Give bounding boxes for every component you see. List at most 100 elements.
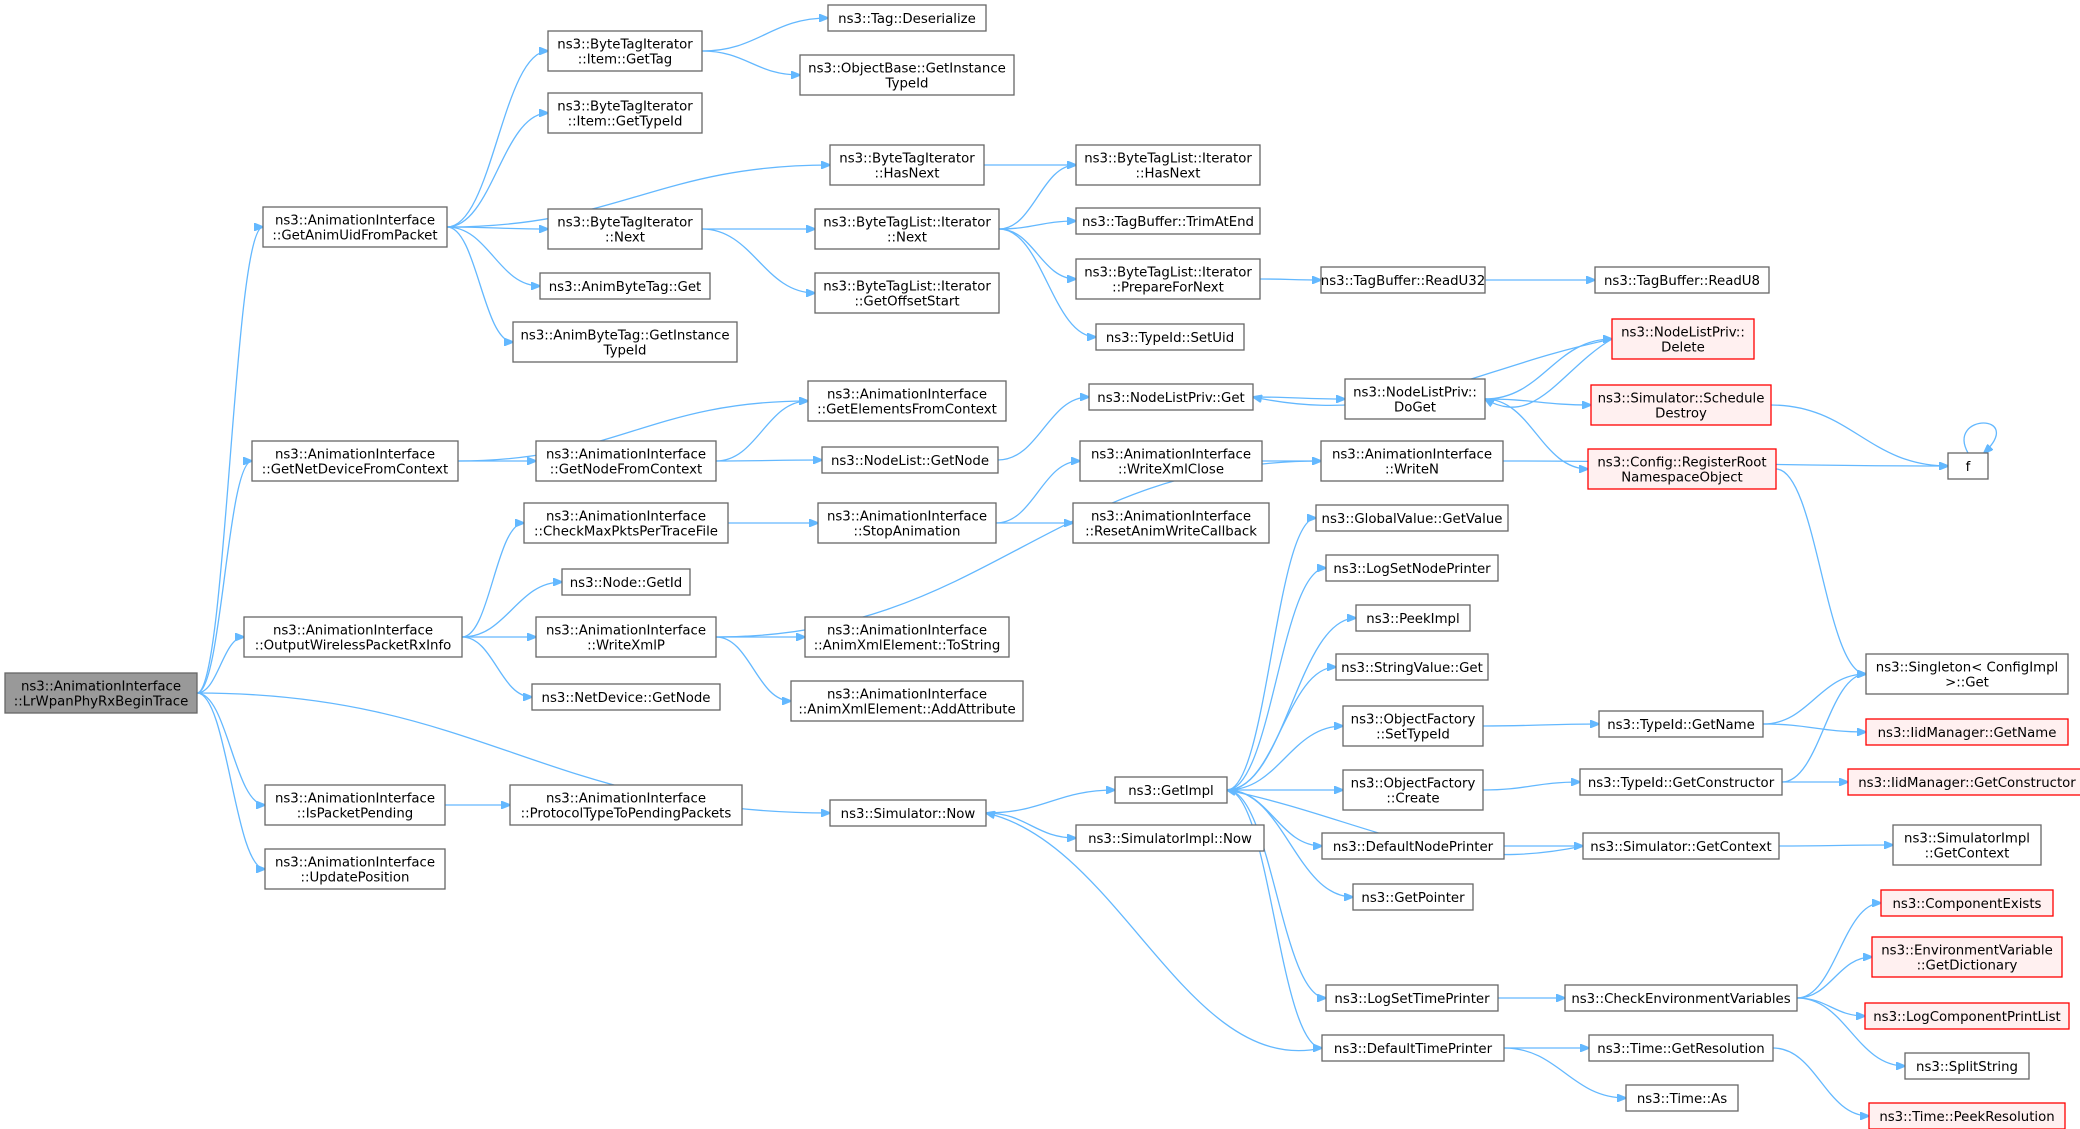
node-nlpGet[interactable]: ns3::NodeListPriv::Get [1088, 383, 1254, 411]
node-nodeListGetNode[interactable]: ns3::NodeList::GetNode [821, 446, 999, 474]
node-label-line: ns3::SimulatorImpl [1904, 832, 2030, 847]
node-nlpDoGet[interactable]: ns3::NodeListPriv::DoGet [1344, 378, 1486, 420]
node-splitString[interactable]: ns3::SplitString [1904, 1052, 2030, 1080]
node-envVarGetDict[interactable]: ns3::EnvironmentVariable::GetDictionary [1871, 936, 2063, 978]
node-box [807, 380, 1007, 422]
node-btlIterHasNext[interactable]: ns3::ByteTagList::Iterator::HasNext [1075, 144, 1261, 186]
node-peekImpl[interactable]: ns3::PeekImpl [1355, 604, 1471, 632]
node-label-line: ns3::ByteTagList::Iterator [1084, 266, 1252, 281]
node-label-line: ::IsPacketPending [297, 807, 413, 822]
node-btlGetOffset[interactable]: ns3::ByteTagList::Iterator::GetOffsetSta… [814, 272, 1000, 314]
node-animXmlToString[interactable]: ns3::AnimationInterface::AnimXmlElement:… [804, 616, 1010, 658]
node-getAnimUid[interactable]: ns3::AnimationInterface::GetAnimUidFromP… [262, 206, 448, 248]
node-getNetDevice[interactable]: ns3::AnimationInterface::GetNetDeviceFro… [251, 440, 459, 482]
node-abtGet[interactable]: ns3::AnimByteTag::Get [539, 272, 711, 300]
node-simNow[interactable]: ns3::Simulator::Now [829, 799, 987, 827]
node-typeIdSetUid[interactable]: ns3::TypeId::SetUid [1095, 323, 1245, 351]
node-typeIdGetCtor[interactable]: ns3::TypeId::GetConstructor [1579, 768, 1783, 796]
node-box [827, 4, 987, 32]
node-nlpDelete[interactable]: ns3::NodeListPriv::Delete [1611, 318, 1755, 360]
node-box [1075, 144, 1261, 186]
node-btlIterNext[interactable]: ns3::ByteTagList::Iterator::Next [814, 208, 1000, 250]
node-box [1325, 984, 1499, 1012]
node-compExists[interactable]: ns3::ComponentExists [1880, 889, 2054, 917]
node-tagBufReadU8[interactable]: ns3::TagBuffer::ReadU8 [1594, 266, 1770, 294]
node-label-line: ::WriteXmlP [587, 639, 665, 654]
node-box [523, 502, 729, 544]
node-btiNext[interactable]: ns3::ByteTagIterator::Next [547, 208, 703, 250]
node-tagDeserialize[interactable]: ns3::Tag::Deserialize [827, 4, 987, 32]
node-label-line: ns3::TagBuffer::ReadU32 [1321, 274, 1485, 289]
node-box [535, 616, 717, 658]
node-checkMaxPkts[interactable]: ns3::AnimationInterface::CheckMaxPktsPer… [523, 502, 729, 544]
node-btiHasNext[interactable]: ns3::ByteTagIterator::HasNext [829, 144, 985, 186]
edge-getAnimUid-to-btiHasNext [446, 165, 830, 228]
node-getElements[interactable]: ns3::AnimationInterface::GetElementsFrom… [807, 380, 1007, 422]
node-singletonGet[interactable]: ns3::Singleton< ConfigImpl >::Get [1865, 653, 2069, 695]
node-logCompPrint[interactable]: ns3::LogComponentPrintList [1864, 1002, 2070, 1030]
node-label-line: ::SetTypeId [1376, 728, 1450, 743]
node-resetAnimWrite[interactable]: ns3::AnimationInterface::ResetAnimWriteC… [1072, 502, 1270, 544]
node-outputWireless[interactable]: ns3::AnimationInterface::OutputWirelessP… [243, 616, 463, 658]
node-iidGetCtor[interactable]: ns3::IidManager::GetConstructor [1847, 768, 2080, 796]
node-writeXmlP[interactable]: ns3::AnimationInterface::WriteXmlP [535, 616, 717, 658]
node-defaultTimePrinter[interactable]: ns3::DefaultTimePrinter [1321, 1034, 1505, 1062]
node-iidGetName[interactable]: ns3::IidManager::GetName [1865, 718, 2069, 746]
node-label-line: ns3::AnimationInterface [275, 448, 435, 463]
node-stopAnimation[interactable]: ns3::AnimationInterface::StopAnimation [817, 502, 997, 544]
node-logSetTimePrinter[interactable]: ns3::LogSetTimePrinter [1325, 984, 1499, 1012]
node-btlPrepare[interactable]: ns3::ByteTagList::Iterator::PrepareForNe… [1075, 258, 1261, 300]
node-getNodeFromCtx[interactable]: ns3::AnimationInterface::GetNodeFromCont… [535, 440, 717, 482]
edge-btiGetTag-to-objBaseGetInst [701, 50, 800, 75]
node-btiGetTypeId[interactable]: ns3::ByteTagIterator::Item::GetTypeId [547, 92, 703, 134]
node-getPointer[interactable]: ns3::GetPointer [1352, 883, 1474, 911]
node-simImplGetCtx[interactable]: ns3::SimulatorImpl::GetContext [1892, 824, 2042, 866]
edge-nlpDoGet-to-cfgRegisterRoot [1484, 398, 1588, 469]
node-box [1864, 1002, 2070, 1030]
node-timeAs[interactable]: ns3::Time::As [1625, 1084, 1739, 1112]
node-animXmlAddAttr[interactable]: ns3::AnimationInterface::AnimXmlElement:… [790, 680, 1024, 722]
node-simImplNow[interactable]: ns3::SimulatorImpl::Now [1075, 824, 1265, 852]
node-writeN[interactable]: ns3::AnimationInterface::WriteN [1320, 440, 1504, 482]
node-ofSetTypeId[interactable]: ns3::ObjectFactory::SetTypeId [1342, 705, 1484, 747]
node-timeGetRes[interactable]: ns3::Time::GetResolution [1588, 1034, 1774, 1062]
node-checkEnvVars[interactable]: ns3::CheckEnvironmentVariables [1564, 984, 1798, 1012]
node-label-line: ns3::TagBuffer::TrimAtEnd [1082, 215, 1254, 230]
node-tagBufTrim[interactable]: ns3::TagBuffer::TrimAtEnd [1075, 207, 1261, 235]
node-label-line: Delete [1661, 341, 1705, 356]
node-ofCreate[interactable]: ns3::ObjectFactory::Create [1342, 769, 1484, 811]
node-label-line: ::Next [605, 231, 645, 246]
node-root[interactable]: ns3::AnimationInterface::LrWpanPhyRxBegi… [4, 672, 198, 714]
node-label-line: ::AnimXmlElement::ToString [814, 639, 1001, 654]
node-nodeGetId[interactable]: ns3::Node::GetId [561, 568, 691, 596]
node-defaultNodePrinter[interactable]: ns3::DefaultNodePrinter [1321, 832, 1505, 860]
node-isPacketPending[interactable]: ns3::AnimationInterface::IsPacketPending [264, 784, 446, 826]
node-protoType[interactable]: ns3::AnimationInterface::ProtocolTypeToP… [509, 784, 743, 826]
node-box [1114, 776, 1228, 804]
node-updatePosition[interactable]: ns3::AnimationInterface::UpdatePosition [264, 848, 446, 890]
node-typeIdGetName[interactable]: ns3::TypeId::GetName [1598, 710, 1764, 738]
node-label-line: ns3::TypeId::GetName [1607, 718, 1755, 733]
node-stringValueGet[interactable]: ns3::StringValue::Get [1335, 653, 1489, 681]
node-writeXmlClose[interactable]: ns3::AnimationInterface::WriteXmlClose [1079, 440, 1263, 482]
edge-checkEnvVars-to-splitString [1796, 997, 1905, 1066]
node-timePeekRes[interactable]: ns3::Time::PeekResolution [1868, 1102, 2066, 1129]
node-netDevGetNode[interactable]: ns3::NetDevice::GetNode [531, 683, 721, 711]
edge-simSchedDestroy-to-f [1770, 404, 1948, 466]
node-tagBufReadU32[interactable]: ns3::TagBuffer::ReadU32 [1320, 266, 1486, 294]
node-gvGetValue[interactable]: ns3::GlobalValue::GetValue [1315, 504, 1509, 532]
node-getImpl[interactable]: ns3::GetImpl [1114, 776, 1228, 804]
node-box [251, 440, 459, 482]
node-f[interactable]: f [1947, 452, 1989, 480]
node-label-line: ns3::PeekImpl [1366, 612, 1459, 627]
node-label-line: >::Get [1945, 676, 1989, 691]
node-btiGetTag[interactable]: ns3::ByteTagIterator::Item::GetTag [547, 30, 703, 72]
node-label-line: ns3::AnimationInterface [275, 856, 435, 871]
node-logSetNodePrinter[interactable]: ns3::LogSetNodePrinter [1325, 554, 1499, 582]
node-simGetContext[interactable]: ns3::Simulator::GetContext [1582, 832, 1780, 860]
node-label-line: ns3::NodeListPriv:: [1353, 386, 1477, 401]
